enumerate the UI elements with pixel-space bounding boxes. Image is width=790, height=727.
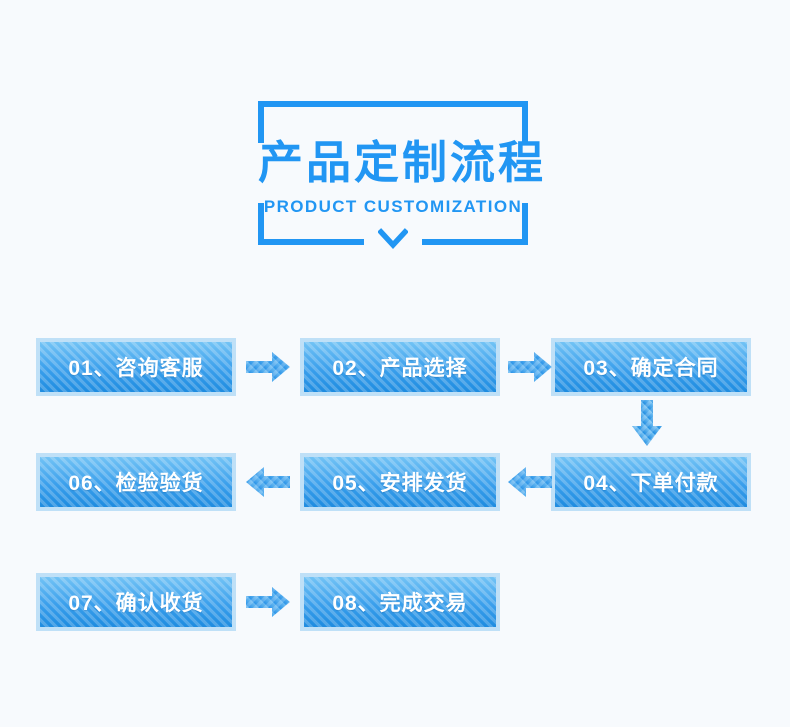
frame-border-top-middle: [333, 101, 453, 107]
page-subtitle: PRODUCT CUSTOMIZATION: [263, 197, 523, 216]
flow-step-label: 03、确定合同: [583, 357, 719, 380]
flow-step-label: 01、咨询客服: [68, 357, 204, 380]
flow-step-03[interactable]: 03、确定合同: [551, 338, 751, 396]
flow-step-04[interactable]: 04、下单付款: [551, 453, 751, 511]
page-title: 产品定制流程: [258, 137, 547, 188]
flow-step-07[interactable]: 07、确认收货: [36, 573, 236, 631]
flow-step-02[interactable]: 02、产品选择: [300, 338, 500, 396]
frame-border-top-right: [453, 101, 528, 107]
flow-step-label: 07、确认收货: [68, 592, 204, 615]
frame-border-right-lower: [522, 203, 528, 245]
flow-step-label: 08、完成交易: [332, 592, 468, 615]
header-frame: 产品定制流程 PRODUCT CUSTOMIZATION: [258, 101, 547, 250]
frame-border-bottom-right: [422, 239, 528, 245]
arrow-right-icon: [246, 352, 290, 382]
chevron-down-icon: [378, 228, 408, 250]
frame-border-left-upper: [258, 101, 264, 143]
flow-step-label: 06、检验验货: [68, 472, 204, 495]
arrow-right-icon: [508, 352, 552, 382]
flow-step-label: 02、产品选择: [332, 357, 468, 380]
flow-step-label: 05、安排发货: [332, 472, 468, 495]
arrow-left-icon: [246, 467, 290, 497]
arrow-left-icon: [508, 467, 552, 497]
arrow-right-icon: [246, 587, 290, 617]
flow-step-01[interactable]: 01、咨询客服: [36, 338, 236, 396]
frame-border-left-lower: [258, 203, 264, 245]
frame-border-top-left: [258, 101, 333, 107]
frame-border-bottom-left: [258, 239, 364, 245]
flow-step-05[interactable]: 05、安排发货: [300, 453, 500, 511]
flow-step-08[interactable]: 08、完成交易: [300, 573, 500, 631]
flow-step-label: 04、下单付款: [583, 472, 719, 495]
arrow-down-icon: [632, 400, 662, 446]
frame-border-right-upper: [522, 101, 528, 143]
flow-step-06[interactable]: 06、检验验货: [36, 453, 236, 511]
